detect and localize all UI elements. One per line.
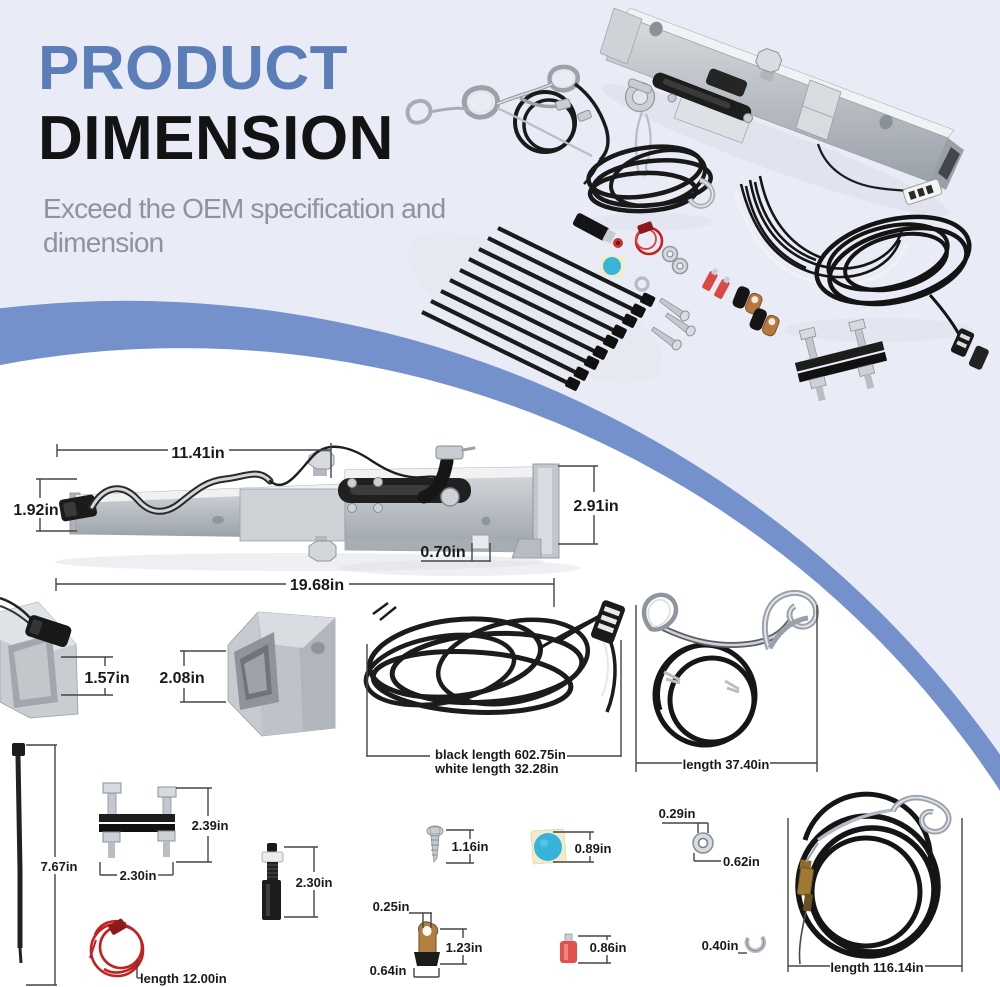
svg-text:2.39in: 2.39in — [192, 818, 229, 833]
svg-text:black length 602.75in: black length 602.75in — [435, 747, 566, 762]
svg-text:1.92in: 1.92in — [13, 502, 58, 519]
svg-text:7.67in: 7.67in — [41, 859, 78, 874]
svg-text:0.29in: 0.29in — [659, 806, 696, 821]
svg-text:dimension: dimension — [43, 227, 163, 258]
svg-text:2.30in: 2.30in — [120, 868, 157, 883]
svg-text:1.23in: 1.23in — [446, 940, 483, 955]
svg-text:1.57in: 1.57in — [84, 670, 129, 687]
svg-text:11.41in: 11.41in — [171, 445, 224, 462]
svg-text:PRODUCT: PRODUCT — [38, 34, 348, 103]
svg-text:DIMENSION: DIMENSION — [38, 104, 394, 173]
svg-text:19.68in: 19.68in — [290, 577, 344, 594]
svg-text:0.40in: 0.40in — [702, 938, 739, 953]
svg-text:Exceed the OEM specification a: Exceed the OEM specification and — [43, 193, 445, 224]
svg-text:2.91in: 2.91in — [573, 498, 618, 515]
svg-text:length 37.40in: length 37.40in — [683, 757, 770, 772]
svg-text:0.64in: 0.64in — [370, 963, 407, 978]
svg-text:0.89in: 0.89in — [575, 841, 612, 856]
svg-text:1.16in: 1.16in — [452, 839, 489, 854]
svg-text:2.08in: 2.08in — [159, 670, 204, 687]
svg-text:0.62in: 0.62in — [723, 854, 760, 869]
svg-text:white length 32.28in: white length 32.28in — [434, 761, 559, 776]
svg-text:0.86in: 0.86in — [590, 940, 627, 955]
svg-text:0.70in: 0.70in — [420, 544, 465, 561]
svg-text:2.30in: 2.30in — [296, 875, 333, 890]
svg-text:length 12.00in: length 12.00in — [140, 971, 227, 986]
svg-text:length 116.14in: length 116.14in — [830, 960, 923, 975]
svg-text:0.25in: 0.25in — [373, 899, 410, 914]
